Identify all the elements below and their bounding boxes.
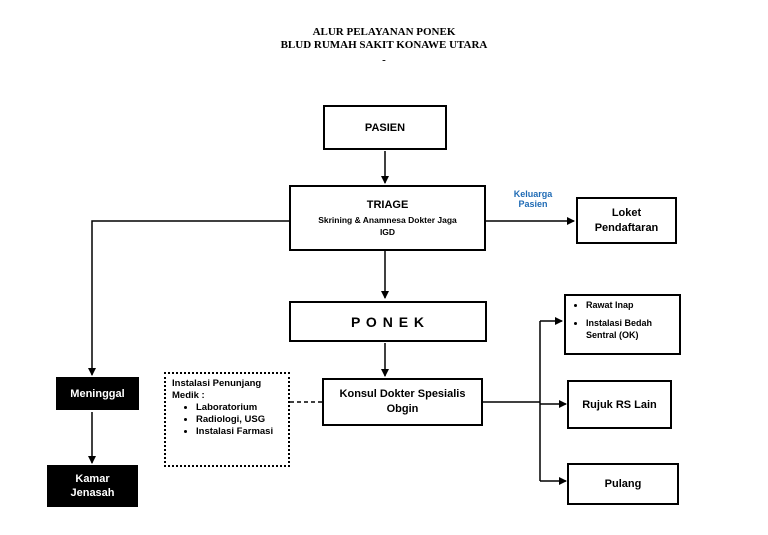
edge-label-line2: Pasien [518,199,548,209]
title-dash: - [382,54,386,66]
pulang-box: Pulang [567,463,679,505]
loket-line1: Loket [611,206,642,219]
penunjang-list: Laboratorium Radiologi, USG Instalasi Fa… [172,402,282,438]
penunjang-item: Radiologi, USG [196,414,282,426]
meninggal-box: Meninggal [56,377,139,410]
meninggal-label: Meninggal [70,387,125,400]
pasien-box: PASIEN [323,105,447,150]
pulang-label: Pulang [604,478,642,490]
triage-sub1: Skrining & Anamnesa Dokter Jaga [318,214,457,225]
arrow-triage-meninggal [88,220,290,376]
rawat-list: Rawat Inap Instalasi Bedah Sentral (OK) [570,299,675,341]
kamar-jenasah-box: Kamar Jenasah [47,465,138,507]
rawat-list-item: Instalasi Bedah Sentral (OK) [586,317,675,341]
triage-title: TRIAGE [366,198,409,211]
penunjang-title2: Medik : [172,390,205,401]
konsul-line1: Konsul Dokter Spesialis [339,388,466,400]
loket-line2: Pendaftaran [594,221,659,234]
penunjang-title1: Instalasi Penunjang [172,378,262,389]
penunjang-item: Laboratorium [196,402,282,414]
triage-sub2: IGD [379,226,396,237]
rawat-list-item: Rawat Inap [586,299,675,311]
edge-label-line1: Keluarga [513,189,553,199]
ponek-box: P O N E K [289,301,487,342]
penunjang-item: Instalasi Farmasi [196,426,282,438]
konsul-box: Konsul Dokter Spesialis Obgin [322,378,483,426]
penunjang-box: Instalasi Penunjang Medik : Laboratorium… [164,372,290,467]
kamar-line1: Kamar [75,473,110,485]
edge-label-keluarga: Keluarga Pasien [500,189,566,209]
pasien-label: PASIEN [364,121,406,134]
triage-box: TRIAGE Skrining & Anamnesa Dokter Jaga I… [289,185,486,251]
rujuk-box: Rujuk RS Lain [567,380,672,429]
loket-box: Loket Pendaftaran [576,197,677,244]
ponek-label: P O N E K [350,313,426,330]
diagram-title: ALUR PELAYANAN PONEK [312,26,456,38]
kamar-line2: Jenasah [70,487,115,499]
rawat-inap-box: Rawat Inap Instalasi Bedah Sentral (OK) [564,294,681,355]
konsul-line2: Obgin [386,403,419,415]
rujuk-label: Rujuk RS Lain [582,398,657,411]
diagram-subtitle: BLUD RUMAH SAKIT KONAWE UTARA [280,39,488,51]
